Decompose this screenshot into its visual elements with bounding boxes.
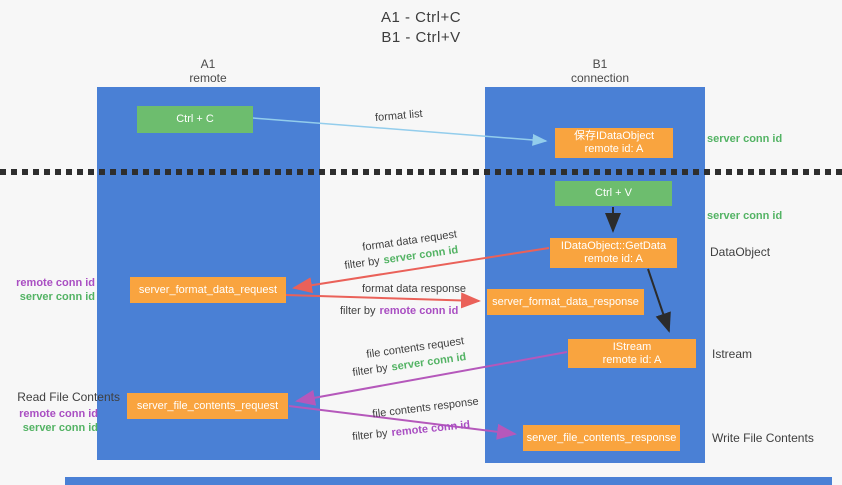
getdata-line2: remote id: A — [584, 253, 643, 265]
filter-by-text: filter by — [340, 305, 376, 317]
left-column-subtitle: remote — [189, 71, 227, 85]
remote-conn-id-text: remote conn id — [390, 418, 471, 440]
title-line-2: B1 - Ctrl+V — [381, 29, 461, 46]
filter-by-text: filter by — [351, 362, 389, 379]
right-column-name: B1 — [592, 57, 608, 71]
server-file-contents-request-label: server_file_contents_request — [136, 399, 279, 412]
write-file-contents-label: Write File Contents — [712, 431, 814, 445]
server-conn-id-label-2: server conn id — [22, 422, 98, 434]
copy-paste-separator-line — [0, 169, 842, 175]
save-dataobject-node: 保存IDataObject remote id: A — [555, 128, 673, 158]
format-list-label: format list — [374, 107, 424, 125]
ctrl-c-label: Ctrl + C — [176, 113, 214, 125]
getdata-line1: IDataObject::GetData — [560, 240, 667, 252]
server-format-data-response-label: server_format_data_response — [492, 295, 639, 308]
left-column-name: A1 — [200, 57, 216, 71]
server-file-contents-response-label: server_file_contents_response — [526, 431, 677, 444]
remote-conn-id-text: remote conn id — [379, 305, 459, 317]
server-format-data-response-node: server_format_data_response — [487, 289, 644, 315]
remote-conn-id-label-1: remote conn id — [16, 277, 95, 289]
remote-conn-id-label-2: remote conn id — [19, 408, 98, 420]
ctrl-c-node: Ctrl + C — [137, 106, 253, 133]
ctrl-v-node: Ctrl + V — [555, 181, 672, 206]
format-data-response-label: format data response — [362, 283, 466, 295]
server-conn-id-label-1: server conn id — [19, 291, 95, 303]
istream-node: IStream remote id: A — [568, 339, 696, 368]
istream-line1: IStream — [612, 340, 652, 353]
istream-side-label: Istream — [712, 347, 753, 361]
dataobject-label: DataObject — [710, 245, 771, 259]
right-column-subtitle: connection — [570, 71, 630, 85]
save-dataobject-line1: 保存IDataObject — [573, 130, 655, 142]
left-column-header: A1 remote — [148, 57, 268, 85]
bottom-blue-strip — [65, 477, 832, 485]
file-contents-response-label: file contents response — [371, 395, 480, 421]
server-format-data-request-node: server_format_data_request — [130, 277, 286, 303]
ctrl-v-label: Ctrl + V — [595, 187, 632, 199]
server-file-contents-response-node: server_file_contents_response — [523, 425, 680, 451]
server-conn-id-label-top: server conn id — [707, 133, 783, 145]
save-dataobject-line2: remote id: A — [584, 143, 644, 155]
right-column-header: B1 connection — [540, 57, 660, 85]
filter-by-text: filter by — [351, 427, 389, 444]
server-format-data-request-label: server_format_data_request — [138, 283, 278, 296]
server-file-contents-request-node: server_file_contents_request — [127, 393, 288, 419]
istream-line2: remote id: A — [602, 353, 662, 366]
server-conn-id-label-mid: server conn id — [707, 210, 783, 222]
title-line-1: A1 - Ctrl+C — [380, 9, 462, 26]
getdata-node: IDataObject::GetData remote id: A — [550, 238, 677, 268]
read-file-contents-label: Read File Contents — [17, 390, 120, 404]
diagram-title: A1 - Ctrl+C B1 - Ctrl+V — [0, 8, 842, 48]
filter-by-text: filter by — [343, 255, 381, 272]
